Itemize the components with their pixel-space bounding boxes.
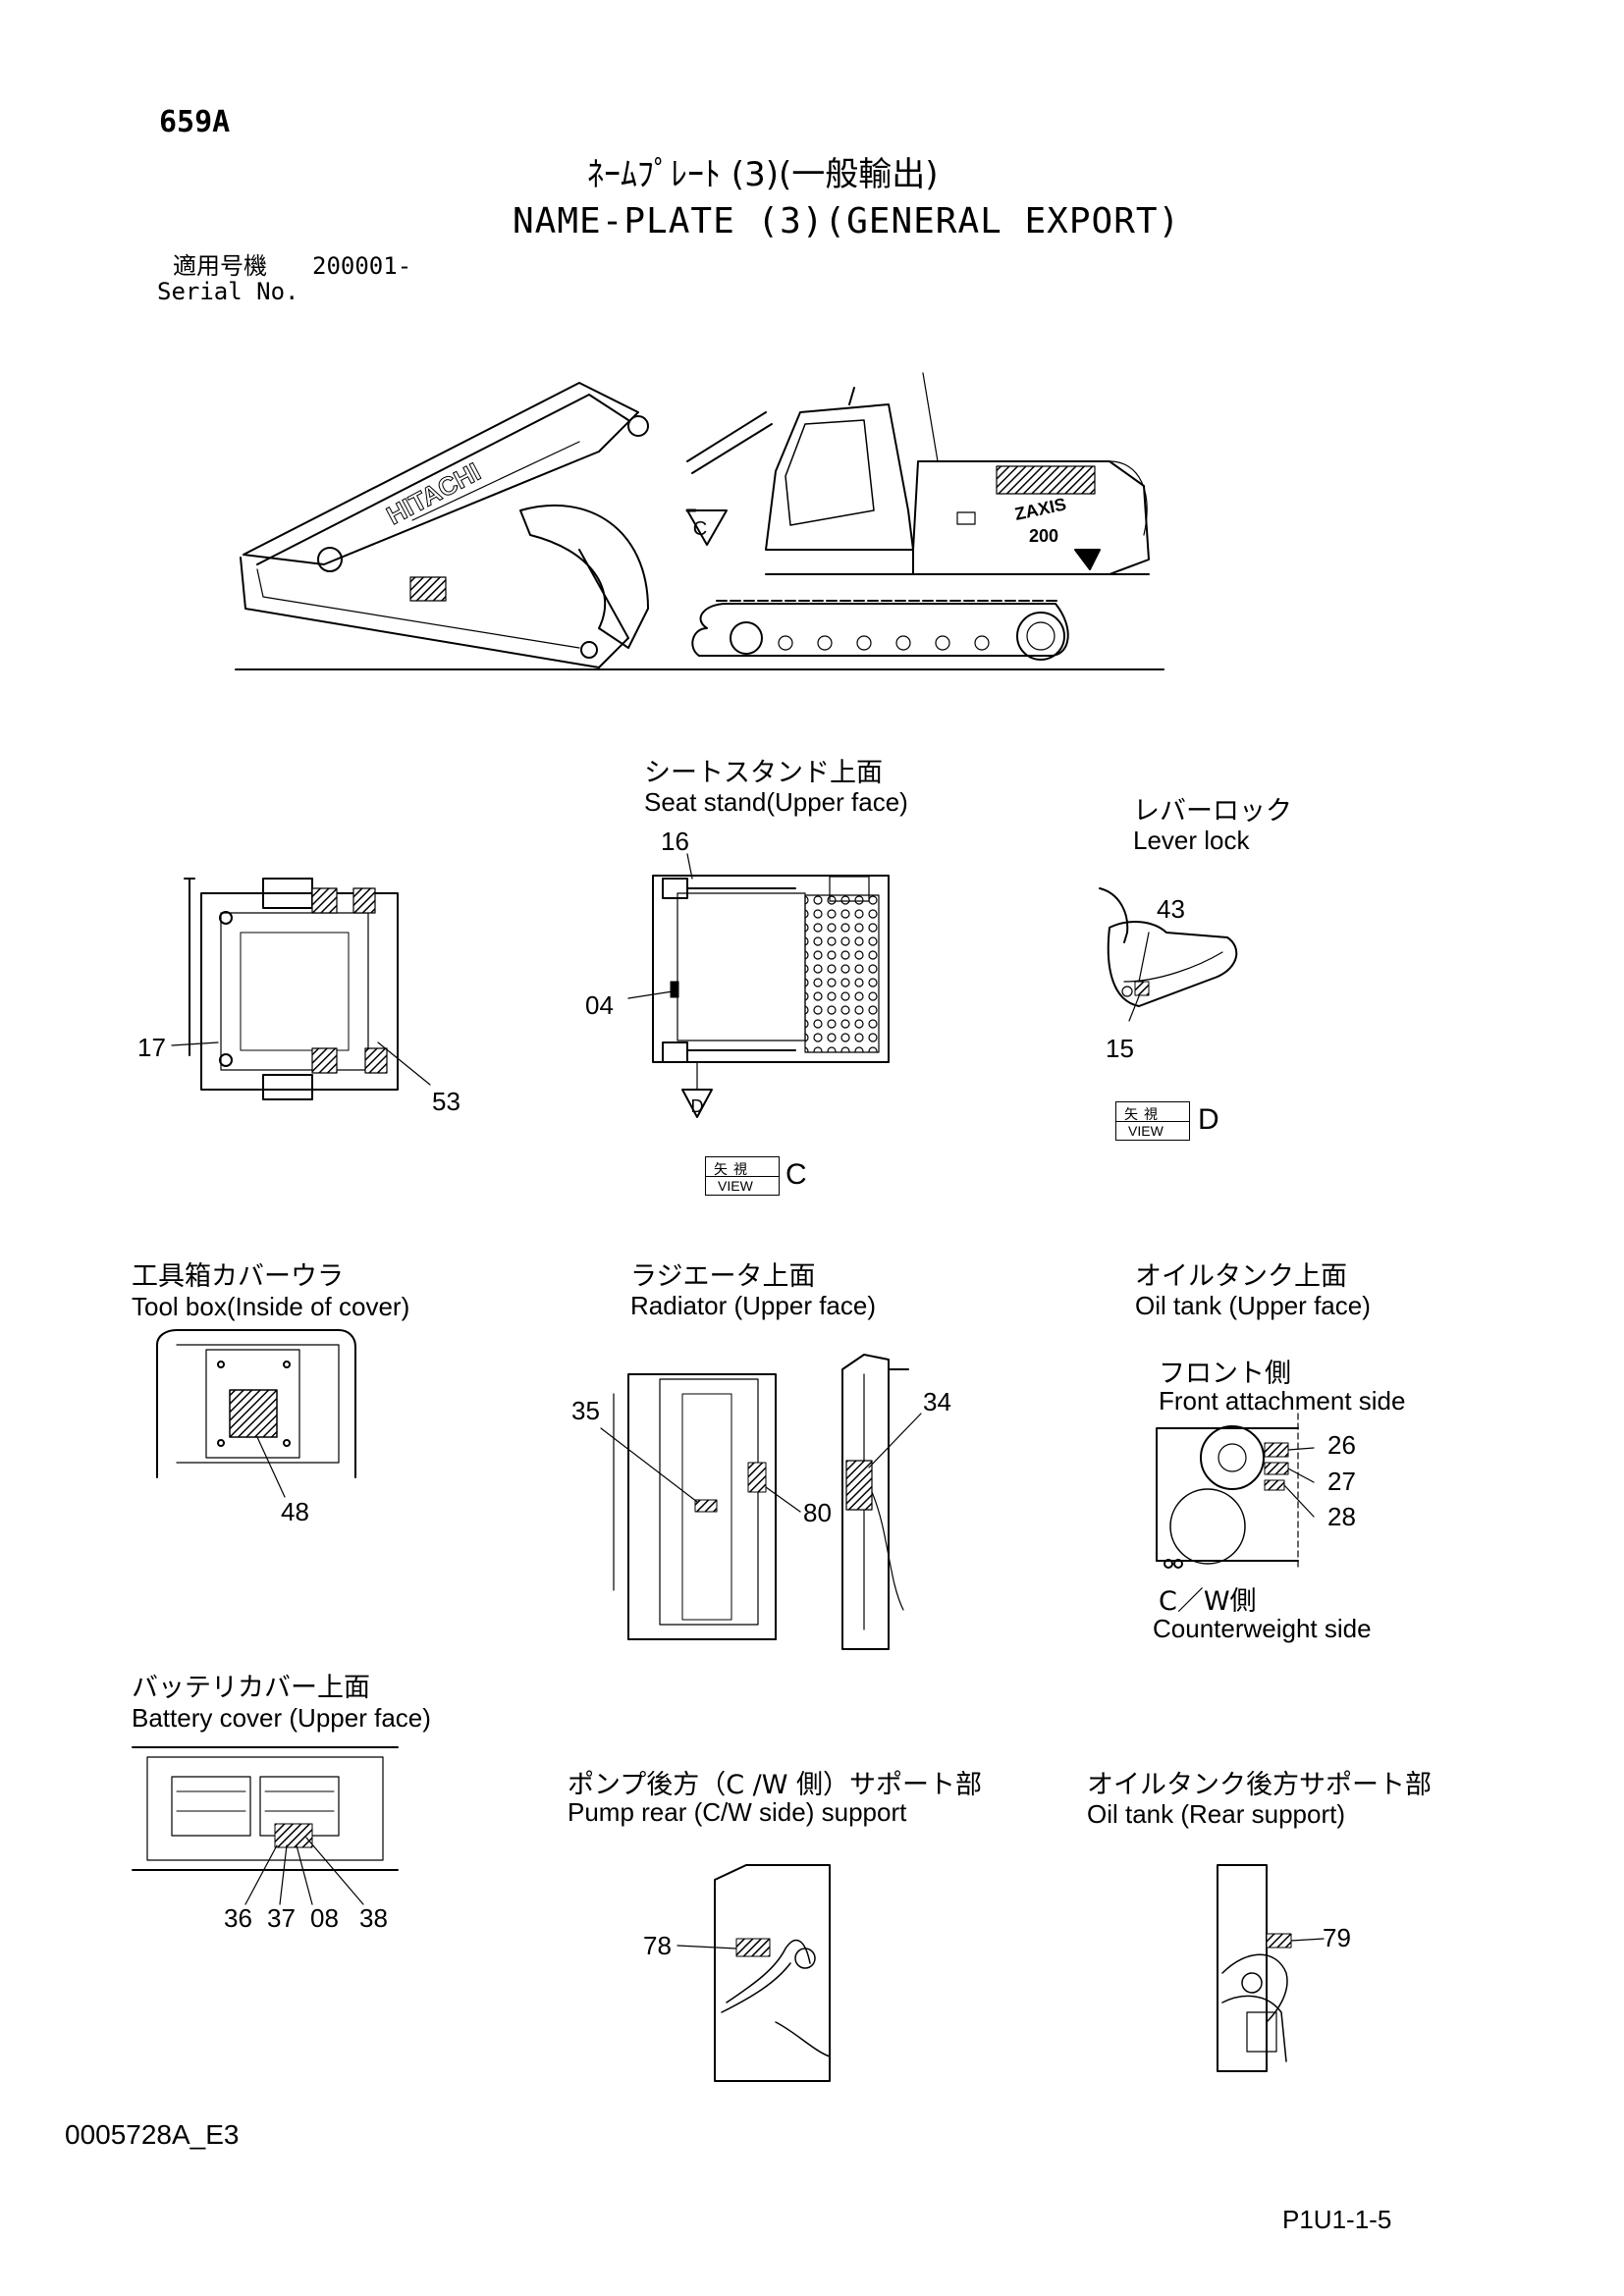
radiator-title-english: Radiator (Upper face) [630, 1291, 876, 1320]
battery-title-english: Battery cover (Upper face) [132, 1703, 431, 1733]
callout-37: 37 [267, 1903, 296, 1933]
callout-48: 48 [281, 1497, 309, 1526]
serial-label-english: Serial No. [157, 278, 299, 305]
callout-16: 16 [661, 827, 689, 856]
seat-base-assembly [171, 878, 431, 1100]
oil-tank-drawing [1156, 1413, 1315, 1572]
callout-53: 53 [432, 1087, 460, 1116]
view-d-box-ja: 矢視 [1124, 1107, 1164, 1123]
counterweight-label-english: Counterweight side [1153, 1614, 1372, 1643]
page-code: 659A [159, 105, 231, 139]
oil-tank-title-english: Oil tank (Upper face) [1135, 1291, 1371, 1320]
counterweight-label-japanese: C／W側 [1159, 1586, 1257, 1617]
tool-box-title-english: Tool box(Inside of cover) [132, 1292, 410, 1321]
front-side-label-japanese: フロント側 [1159, 1359, 1291, 1389]
oil-tank-rear-title-japanese: オイルタンク後方サポート部 [1087, 1770, 1432, 1800]
callout-78: 78 [643, 1931, 672, 1960]
view-c-box-en: VIEW [718, 1178, 753, 1194]
drawing-number: 0005728A_E3 [65, 2119, 240, 2150]
callout-36: 36 [224, 1903, 252, 1933]
callout-08: 08 [310, 1903, 339, 1933]
lever-lock-title-japanese: レバーロック [1133, 796, 1292, 827]
callout-43: 43 [1157, 894, 1185, 924]
pump-rear-support-drawing [677, 1864, 831, 2082]
oil-tank-rear-support-drawing [1217, 1864, 1325, 2072]
view-c-box-ja: 矢視 [714, 1162, 753, 1178]
oil-tank-rear-title-english: Oil tank (Rear support) [1087, 1799, 1345, 1829]
tool-box-title-japanese: 工具箱カバーウラ [132, 1261, 344, 1292]
serial-label-japanese: 適用号機 [173, 252, 267, 280]
callout-04: 04 [585, 990, 614, 1020]
title-japanese: ﾈｰﾑﾌﾟﾚｰﾄ (3)(一般輸出) [587, 155, 939, 194]
tool-box-cover-drawing [156, 1329, 356, 1498]
callout-34: 34 [923, 1387, 951, 1416]
view-c-box: 矢視 VIEW [705, 1156, 780, 1196]
seat-stand-title-english: Seat stand(Upper face) [644, 787, 908, 817]
pump-rear-title-english: Pump rear (C/W side) support [568, 1797, 907, 1827]
excavator-side-view [235, 372, 1164, 670]
seat-stand-title-japanese: シートスタンド上面 [644, 758, 883, 788]
callout-15: 15 [1106, 1034, 1134, 1063]
view-d-marker: D [691, 1096, 704, 1116]
battery-cover-drawing [132, 1746, 399, 1905]
model-badge-series: ZAXIS [1013, 494, 1068, 524]
callout-26: 26 [1327, 1430, 1356, 1460]
oil-tank-title-japanese: オイルタンク上面 [1135, 1261, 1347, 1292]
view-c-marker: C [693, 518, 707, 540]
model-badge-number: 200 [1029, 526, 1058, 546]
view-d-box: 矢視 VIEW [1115, 1101, 1190, 1141]
lever-lock-drawing [1099, 887, 1238, 1022]
title-english: NAME-PLATE (3)(GENERAL EXPORT) [513, 201, 1181, 241]
callout-28: 28 [1327, 1502, 1356, 1531]
callout-79: 79 [1323, 1923, 1351, 1952]
lever-lock-title-english: Lever lock [1133, 826, 1250, 855]
view-d-letter: D [1198, 1103, 1219, 1136]
view-d-box-en: VIEW [1128, 1123, 1164, 1139]
radiator-drawing [600, 1354, 922, 1650]
radiator-title-japanese: ラジエータ上面 [630, 1261, 816, 1292]
seat-stand-top-view [627, 853, 890, 1118]
pump-rear-title-japanese: ポンプ後方（C /W 側）サポート部 [568, 1770, 983, 1800]
callout-35: 35 [571, 1396, 600, 1425]
callout-17: 17 [137, 1033, 166, 1062]
callout-27: 27 [1327, 1467, 1356, 1496]
serial-number-value: 200001- [312, 252, 412, 280]
front-side-label-english: Front attachment side [1159, 1386, 1406, 1415]
callout-80: 80 [803, 1498, 832, 1527]
view-c-letter: C [785, 1158, 807, 1191]
battery-title-japanese: バッテリカバー上面 [132, 1673, 370, 1703]
callout-38: 38 [359, 1903, 388, 1933]
page-number: P1U1-1-5 [1282, 2205, 1392, 2234]
